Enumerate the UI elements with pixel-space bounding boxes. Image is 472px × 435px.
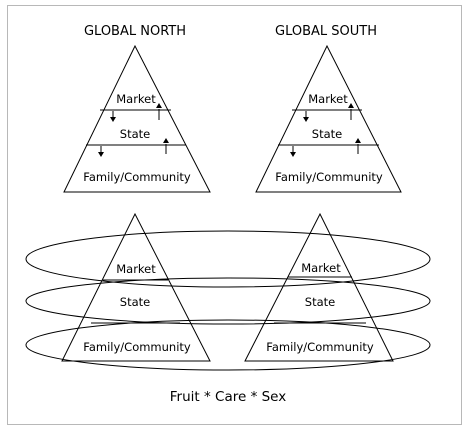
diagram-caption: Fruit * Care * Sex [170, 389, 286, 405]
north-triangle [63, 44, 211, 193]
south-pyramid: GLOBAL SOUTH Market State Family/Communi… [255, 24, 402, 193]
south-down-arrowhead-lower [290, 152, 296, 157]
north-down-arrowhead-lower [98, 152, 104, 157]
north-down-arrowhead-upper [110, 117, 116, 122]
state-band-ellipse [25, 277, 431, 325]
south-state-label: State [312, 127, 342, 141]
south-market-label: Market [308, 92, 348, 106]
south-family-label: Family/Community [275, 170, 383, 184]
north-market-label: Market [116, 92, 156, 106]
lower-right-family-label: Family/Community [266, 340, 374, 354]
north-state-label: State [120, 127, 150, 141]
north-up-arrowhead-lower [163, 138, 169, 143]
lower-right-triangle [244, 212, 394, 362]
family-band-ellipse [25, 319, 431, 371]
north-title: GLOBAL NORTH [84, 24, 186, 39]
south-up-arrowhead-upper [348, 103, 354, 108]
north-family-label: Family/Community [83, 170, 191, 184]
north-up-arrowhead-upper [156, 103, 162, 108]
lower-left-state-label: State [120, 295, 150, 309]
lower-left-triangle [61, 212, 211, 362]
lower-left-market-label: Market [116, 262, 156, 276]
market-band-ellipse [25, 230, 431, 288]
lower-right-market-label: Market [301, 261, 341, 275]
south-title: GLOBAL SOUTH [275, 24, 377, 39]
lower-right-state-label: State [305, 295, 335, 309]
south-down-arrowhead-upper [303, 117, 309, 122]
north-pyramid: GLOBAL NORTH Market State Family/Communi… [63, 24, 211, 193]
south-triangle [255, 44, 402, 193]
lower-left-family-label: Family/Community [83, 340, 191, 354]
south-up-arrowhead-lower [355, 138, 361, 143]
diagram-frame [7, 5, 462, 425]
linked-pyramids: Market State Family/Community Market Sta… [25, 212, 431, 371]
